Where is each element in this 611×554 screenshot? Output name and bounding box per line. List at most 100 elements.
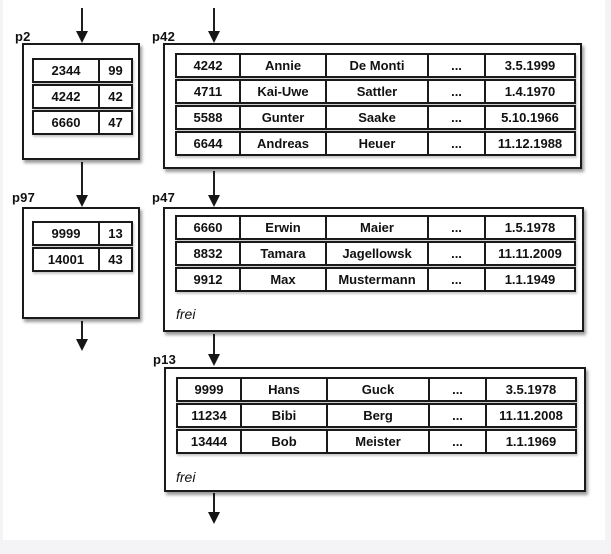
cell-ellipsis: ... (429, 107, 486, 128)
cell-id: 4242 (177, 55, 241, 76)
cell-pointer: 47 (108, 115, 123, 130)
table-row: 9912 Max Mustermann ... 1.1.1949 (175, 267, 576, 292)
table-row: 6660 47 (32, 110, 133, 135)
index-table-p2: 2344 99 4242 42 6660 47 (32, 58, 133, 135)
arrow-head-icon (208, 354, 220, 366)
cell-id: 9912 (177, 269, 241, 290)
page-label-p47: p47 (152, 190, 176, 205)
cell-ellipsis: ... (429, 81, 486, 102)
cell-id: 11234 (178, 405, 242, 426)
arrow-p42-to-p47 (208, 171, 220, 207)
cell-firstname: Andreas (241, 133, 327, 154)
arrow-p47-to-p13 (208, 334, 220, 366)
cell-ellipsis: ... (430, 405, 487, 426)
cell-firstname: Kai-Uwe (241, 81, 327, 102)
data-page-p13: 9999 Hans Guck ... 3.5.1978 11234 Bibi B… (164, 367, 586, 492)
table-row: 6644 Andreas Heuer ... 11.12.1988 (175, 131, 576, 156)
cell-date: 5.10.1966 (501, 110, 559, 125)
arrow-head-icon (76, 31, 88, 43)
cell-ellipsis: ... (430, 431, 487, 452)
cell-lastname: Guck (328, 379, 430, 400)
table-row: 4242 42 (32, 84, 133, 109)
cell-lastname: Jagellowsk (327, 243, 429, 264)
cell-lastname: De Monti (327, 55, 429, 76)
cell-firstname: Hans (242, 379, 328, 400)
table-row: 8832 Tamara Jagellowsk ... 11.11.2009 (175, 241, 576, 266)
arrow-shaft (213, 8, 215, 31)
cell-key: 6660 (34, 112, 100, 133)
arrow-head-icon (208, 512, 220, 524)
cell-pointer: 42 (108, 89, 123, 104)
table-row: 6660 Erwin Maier ... 1.5.1978 (175, 215, 576, 240)
arrow-into-p42 (208, 8, 220, 43)
cell-lastname: Heuer (327, 133, 429, 154)
table-row: 4711 Kai-Uwe Sattler ... 1.4.1970 (175, 79, 576, 104)
cell-key: 14001 (34, 249, 100, 270)
cell-firstname: Tamara (241, 243, 327, 264)
page-label-p13: p13 (153, 352, 177, 367)
arrow-head-icon (208, 195, 220, 207)
cell-date: 1.4.1970 (504, 84, 556, 99)
page-label-p97: p97 (12, 190, 36, 205)
cell-key: 9999 (34, 223, 100, 244)
arrow-head-icon (76, 195, 88, 207)
record-table-p42: 4242 Annie De Monti ... 3.5.1999 4711 Ka… (175, 53, 576, 156)
cell-id: 13444 (178, 431, 242, 452)
cell-ellipsis: ... (429, 269, 486, 290)
cell-ellipsis: ... (430, 379, 487, 400)
arrow-shaft (81, 321, 83, 339)
record-table-p13: 9999 Hans Guck ... 3.5.1978 11234 Bibi B… (176, 377, 577, 454)
cell-date: 3.5.1999 (504, 58, 556, 73)
cell-lastname: Meister (328, 431, 430, 452)
cell-firstname: Bob (242, 431, 328, 452)
free-space-label: frei (176, 469, 196, 485)
cell-id: 6660 (177, 217, 241, 238)
cell-id: 6644 (177, 133, 241, 154)
cell-lastname: Berg (328, 405, 430, 426)
arrow-p13-down (208, 493, 220, 524)
arrow-p2-to-p97 (76, 162, 88, 207)
cell-firstname: Gunter (241, 107, 327, 128)
cell-key: 4242 (34, 86, 100, 107)
data-page-p42: 4242 Annie De Monti ... 3.5.1999 4711 Ka… (163, 43, 582, 169)
record-table-p47: 6660 Erwin Maier ... 1.5.1978 8832 Tamar… (175, 215, 576, 292)
cell-lastname: Maier (327, 217, 429, 238)
table-row: 11234 Bibi Berg ... 11.11.2008 (176, 403, 577, 428)
index-page-p97: 9999 13 14001 43 (22, 207, 140, 319)
arrow-shaft (213, 171, 215, 195)
cell-id: 8832 (177, 243, 241, 264)
arrow-p97-down (76, 321, 88, 351)
cell-date: 1.1.1969 (505, 434, 557, 449)
table-row: 5588 Gunter Saake ... 5.10.1966 (175, 105, 576, 130)
cell-date: 3.5.1978 (505, 382, 557, 397)
table-row: 2344 99 (32, 58, 133, 83)
cell-date: 11.12.1988 (497, 136, 563, 151)
index-page-p2: 2344 99 4242 42 6660 47 (22, 43, 140, 160)
table-row: 13444 Bob Meister ... 1.1.1969 (176, 429, 577, 454)
arrow-shaft (213, 493, 215, 512)
cell-lastname: Saake (327, 107, 429, 128)
arrow-shaft (81, 8, 83, 31)
table-row: 4242 Annie De Monti ... 3.5.1999 (175, 53, 576, 78)
cell-lastname: Sattler (327, 81, 429, 102)
cell-ellipsis: ... (429, 133, 486, 154)
index-table-p97: 9999 13 14001 43 (32, 221, 133, 272)
cell-date: 11.11.2009 (498, 246, 562, 261)
cell-firstname: Bibi (242, 405, 328, 426)
table-row: 9999 Hans Guck ... 3.5.1978 (176, 377, 577, 402)
cell-pointer: 13 (108, 226, 123, 241)
cell-id: 4711 (177, 81, 241, 102)
cell-id: 9999 (178, 379, 242, 400)
table-row: 14001 43 (32, 247, 133, 272)
cell-pointer: 99 (108, 63, 123, 78)
cell-key: 2344 (34, 60, 100, 81)
cell-date: 1.5.1978 (504, 220, 556, 235)
cell-ellipsis: ... (429, 243, 486, 264)
cell-ellipsis: ... (429, 55, 486, 76)
page-label-p2: p2 (15, 29, 31, 44)
cell-ellipsis: ... (429, 217, 486, 238)
data-page-p47: 6660 Erwin Maier ... 1.5.1978 8832 Tamar… (163, 207, 584, 332)
cell-firstname: Annie (241, 55, 327, 76)
arrow-shaft (213, 334, 215, 354)
